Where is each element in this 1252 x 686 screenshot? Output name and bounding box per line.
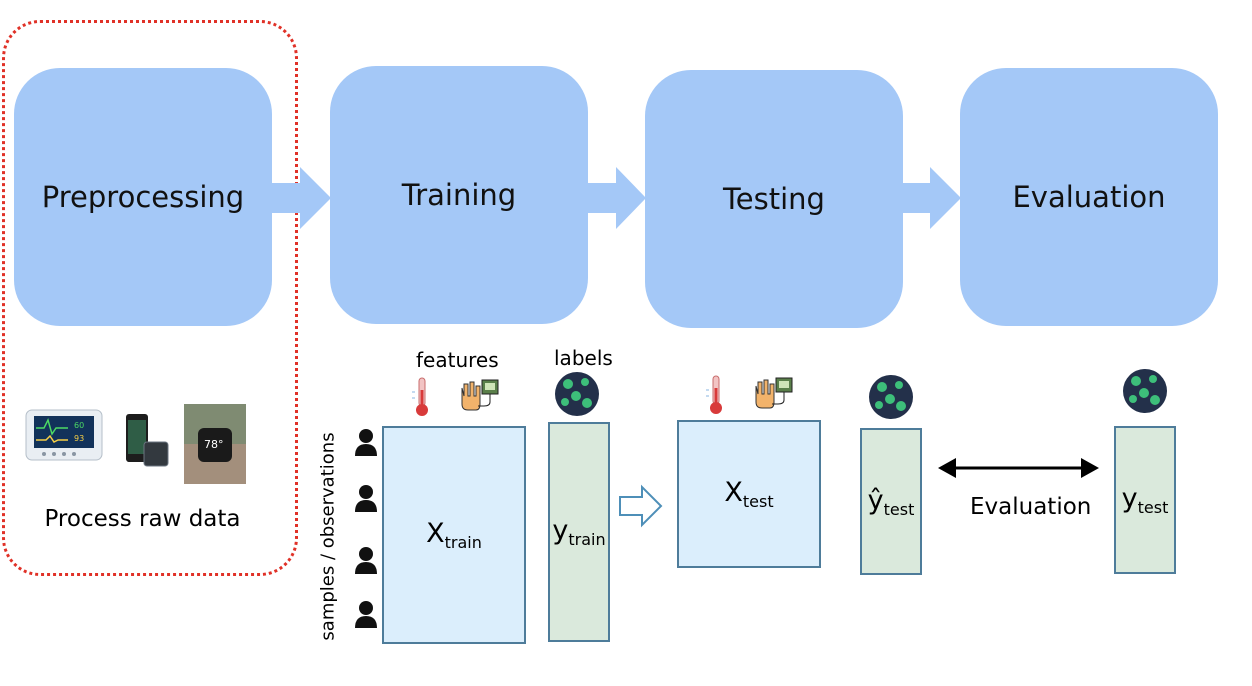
arrow-testing-evaluation xyxy=(903,167,961,229)
x-test-base: X xyxy=(724,477,743,508)
y-test-sub: test xyxy=(1137,498,1169,517)
stage-training: Training xyxy=(330,66,588,324)
hollow-arrow-icon xyxy=(619,484,663,528)
stage-training-label: Training xyxy=(401,178,517,212)
thermometer-icon xyxy=(410,376,434,422)
virus-icon xyxy=(1122,368,1168,418)
stage-evaluation: Evaluation xyxy=(960,68,1218,326)
x-train-base: X xyxy=(426,518,445,549)
stage-testing: Testing xyxy=(645,70,903,328)
arrow-preprocessing-training xyxy=(272,167,331,229)
y-hat-test-sub: test xyxy=(883,499,915,519)
virus-icon xyxy=(554,371,600,421)
svg-text:93: 93 xyxy=(74,434,84,443)
y-hat-test-base: ŷ xyxy=(867,484,884,516)
y-train-sub: train xyxy=(568,530,606,549)
evaluation-arrowhead-right xyxy=(1081,458,1099,478)
person-icon xyxy=(355,429,377,628)
x-train-matrix: Xtrain xyxy=(382,426,526,644)
svg-text:78°: 78° xyxy=(204,438,224,451)
y-train-matrix: ytrain xyxy=(548,422,610,642)
thermometer-icon xyxy=(704,374,728,420)
features-label: features xyxy=(416,348,499,372)
stage-preprocessing-label: Preprocessing xyxy=(41,180,245,214)
hand-sensor-icon xyxy=(752,374,794,416)
smartwatch-image: 78° xyxy=(184,404,246,484)
virus-icon xyxy=(868,374,914,424)
y-test-base: y xyxy=(1121,483,1138,514)
svg-text:60: 60 xyxy=(74,421,84,430)
person-icons xyxy=(354,426,380,636)
preprocessing-highlight xyxy=(2,20,298,576)
evaluation-arrowhead-left xyxy=(938,458,956,478)
y-test-matrix: ytest xyxy=(1114,426,1176,574)
x-train-sub: train xyxy=(444,533,482,552)
stage-preprocessing: Preprocessing xyxy=(14,68,272,326)
evaluation-arrow-label: Evaluation xyxy=(970,494,1092,520)
x-test-sub: test xyxy=(742,492,774,511)
stage-evaluation-label: Evaluation xyxy=(1012,180,1166,214)
y-train-base: y xyxy=(552,515,569,546)
smartphone-image xyxy=(122,412,172,470)
hand-sensor-icon xyxy=(458,376,500,418)
x-test-matrix: Xtest xyxy=(677,420,821,568)
labels-label: labels xyxy=(554,346,613,370)
y-hat-test-matrix: ŷtest xyxy=(860,428,922,575)
preprocessing-caption: Process raw data xyxy=(44,506,241,532)
patient-monitor-image: 60 93 xyxy=(24,406,104,466)
samples-axis-label: samples / observations xyxy=(317,432,339,641)
arrow-training-testing xyxy=(588,167,646,229)
stage-testing-label: Testing xyxy=(723,182,825,216)
